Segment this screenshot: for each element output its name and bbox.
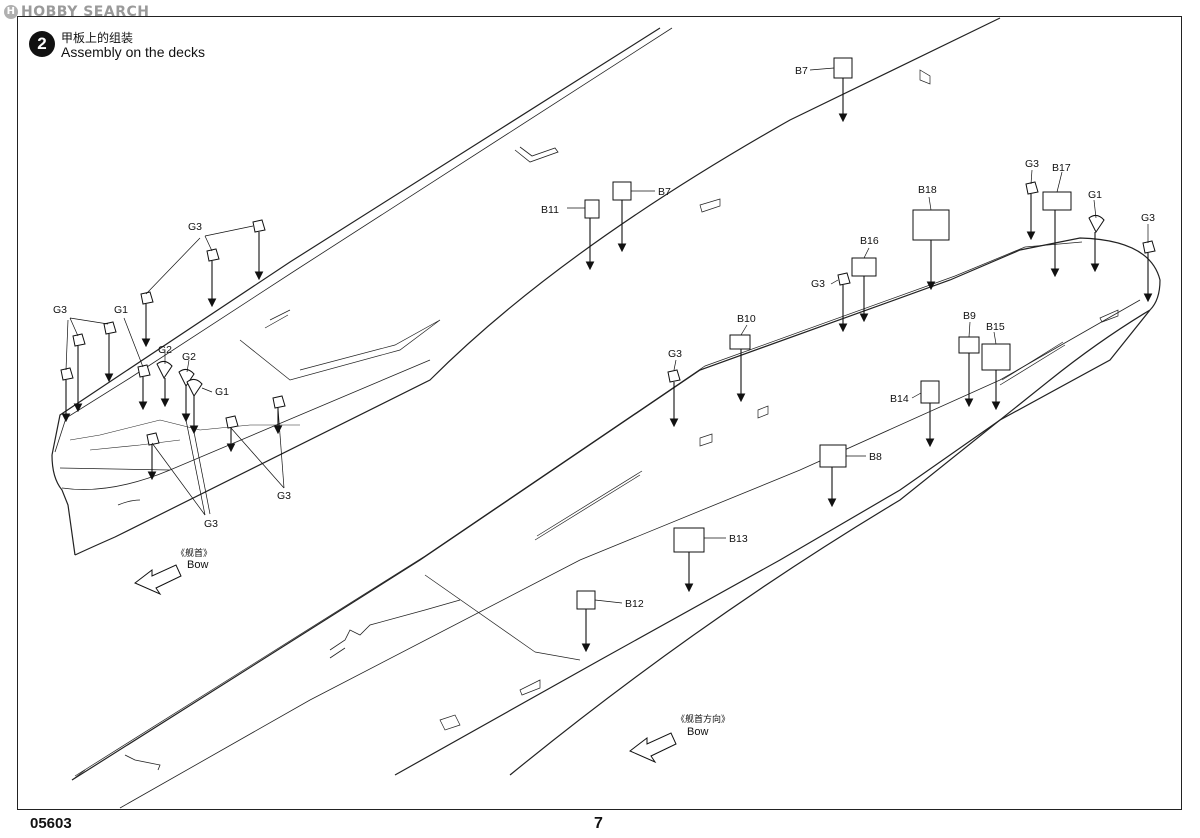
label-g3-fwd-bottom-right: G3 bbox=[277, 490, 291, 502]
hobbysearch-logo-icon: H bbox=[4, 5, 18, 19]
aft-hull-drawing bbox=[71, 198, 1161, 809]
label-g1-fwd-b: G1 bbox=[215, 386, 229, 398]
label-g3-fwd-bottom: G3 bbox=[204, 518, 218, 530]
label-b7-upper: B7 bbox=[795, 65, 808, 77]
label-b9: B9 bbox=[963, 310, 976, 322]
kit-number: 05603 bbox=[30, 815, 72, 832]
page-frame bbox=[17, 16, 1182, 810]
label-b18: B18 bbox=[918, 184, 937, 196]
label-b11: B11 bbox=[541, 204, 559, 216]
label-b14: B14 bbox=[890, 393, 909, 405]
page-number: 7 bbox=[594, 815, 603, 832]
label-g3-mid: G3 bbox=[668, 348, 682, 360]
label-b7-lower: B7 bbox=[658, 186, 671, 198]
label-g1-fwd: G1 bbox=[114, 304, 128, 316]
bow-right-arrow-icon bbox=[629, 732, 677, 764]
label-b12: B12 bbox=[625, 598, 644, 610]
label-b8: B8 bbox=[869, 451, 882, 463]
part-shapes bbox=[60, 57, 1156, 610]
bow-left-arrow-icon bbox=[134, 564, 182, 596]
label-g3-stern: G3 bbox=[1141, 212, 1155, 224]
label-b15: B15 bbox=[986, 321, 1005, 333]
bow-left-cn: 《舰首》 bbox=[176, 547, 212, 559]
label-g3-fwd-left: G3 bbox=[53, 304, 67, 316]
forward-hull-drawing bbox=[51, 17, 1001, 556]
watermark-text: HOBBY SEARCH bbox=[21, 4, 150, 20]
step-title-chinese: 甲板上的组装 bbox=[61, 31, 134, 45]
label-b16: B16 bbox=[860, 235, 879, 247]
assembly-arrows bbox=[61, 67, 1153, 653]
label-g2-a: G2 bbox=[158, 344, 172, 356]
label-g3-aft: G3 bbox=[1025, 158, 1039, 170]
bow-right-en: Bow bbox=[687, 726, 708, 738]
bow-direction-right: 《舰首方向》 Bow bbox=[629, 713, 730, 764]
label-g1-aft: G1 bbox=[1088, 189, 1102, 201]
label-g3-b16: G3 bbox=[811, 278, 825, 290]
label-b13: B13 bbox=[729, 533, 748, 545]
label-g2-b: G2 bbox=[182, 351, 196, 363]
bow-left-en: Bow bbox=[187, 559, 208, 571]
label-g3-fwd-top: G3 bbox=[188, 221, 202, 233]
part-labels: G3 G3 G1 G2 G2 G1 G3 G3 B11 B7 B7 B10 G3… bbox=[53, 65, 1155, 610]
bow-direction-left: 《舰首》 Bow bbox=[134, 547, 212, 596]
step-title-english: Assembly on the decks bbox=[61, 44, 205, 60]
label-b10: B10 bbox=[737, 313, 756, 325]
bow-right-cn: 《舰首方向》 bbox=[676, 713, 730, 725]
label-b17: B17 bbox=[1052, 162, 1071, 174]
step-number-badge: 2 bbox=[29, 31, 55, 57]
watermark: H HOBBY SEARCH bbox=[4, 4, 149, 20]
